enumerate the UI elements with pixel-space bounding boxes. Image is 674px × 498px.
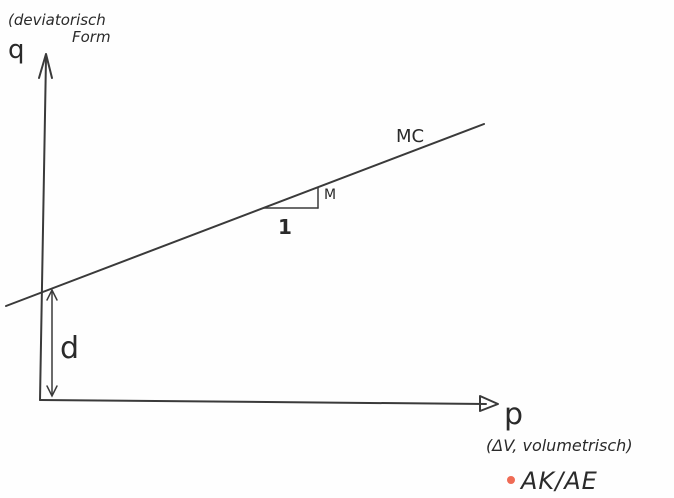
mc-line-label: MC	[396, 126, 424, 147]
p-axis	[39, 395, 499, 412]
q-axis-label: q	[8, 35, 25, 65]
intercept-arrowhead-top	[46, 288, 58, 301]
intercept-arrowhead-bottom	[46, 385, 58, 398]
q-axis-note-line2: Form	[72, 28, 111, 46]
slope-triangle	[263, 187, 319, 209]
intercept-arrow	[46, 288, 58, 398]
p-axis-label: p	[504, 397, 523, 432]
slope-rise-label: M	[324, 187, 336, 203]
p-axis-line	[39, 399, 487, 405]
footer-text: AK/AE	[519, 467, 598, 495]
q-axis-arrowhead	[38, 53, 53, 79]
footer-bullet	[507, 476, 515, 484]
mc-line	[5, 123, 485, 307]
p-axis-arrowhead	[479, 395, 499, 412]
slope-run-label: 1	[278, 215, 292, 239]
q-axis	[38, 53, 53, 401]
intercept-label: d	[60, 331, 79, 366]
q-axis-line	[39, 57, 47, 401]
q-axis-note-line1: (deviatorisch	[8, 11, 106, 29]
p-axis-note: (ΔV, volumetrisch)	[486, 436, 633, 455]
